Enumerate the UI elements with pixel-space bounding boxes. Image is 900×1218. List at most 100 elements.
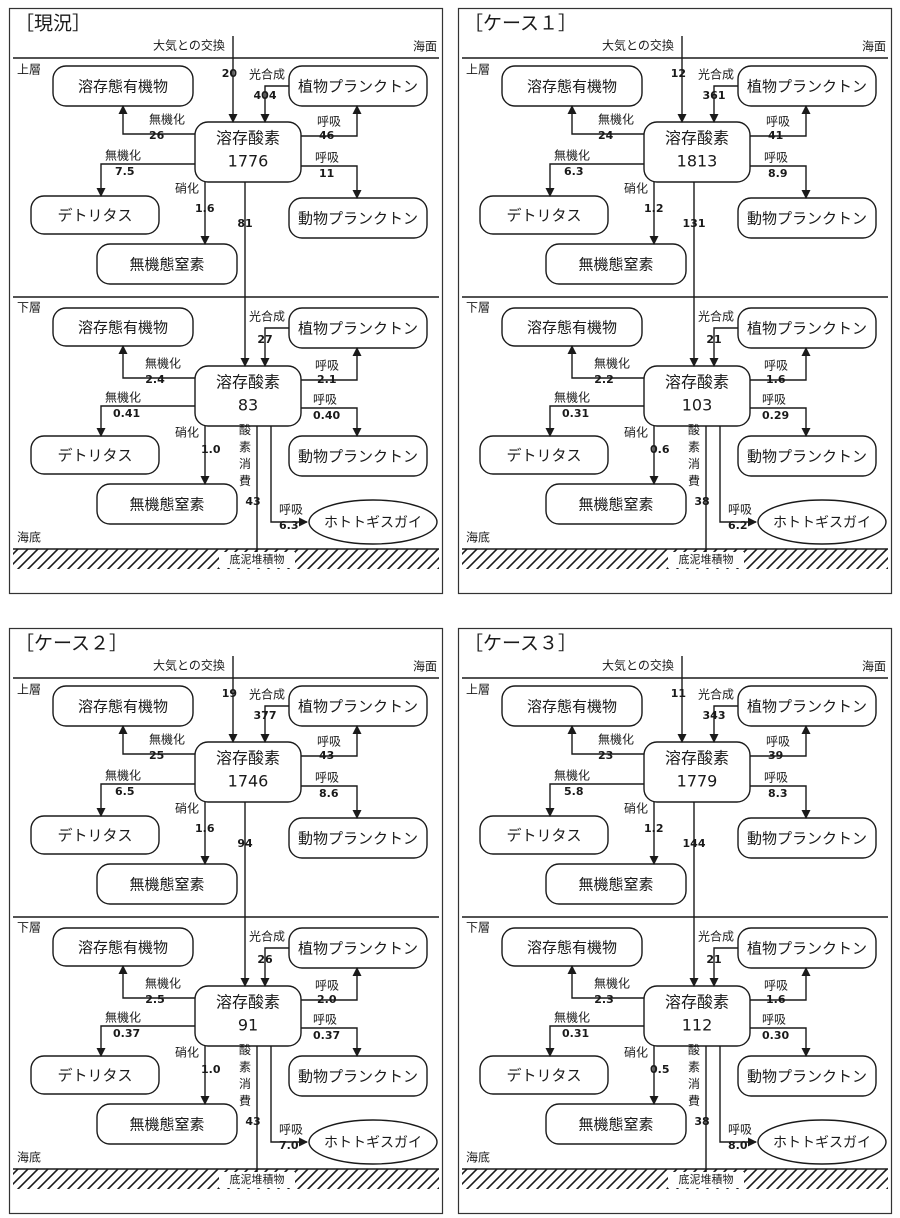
lower-photosynthesis-label: 光合成: [249, 309, 285, 324]
sea-surface-label: 海面: [413, 39, 437, 54]
upper-nitrification-label: 硝化: [175, 182, 199, 196]
lower-do-label: 溶存酸素: [216, 373, 280, 392]
upper-zoo-box: 動物プランクトン: [298, 830, 418, 848]
lower-do-value: 112: [682, 1016, 713, 1035]
upper-zoo-respiration-label: 呼吸: [764, 771, 788, 785]
lower-detritus-box-frame: [30, 435, 160, 475]
upper-do-value: 1779: [677, 772, 718, 791]
lower-phyto-respiration-arrow: [301, 347, 362, 381]
lower-photosynthesis-arrow: [709, 327, 738, 367]
upper-din-box-frame: [96, 243, 238, 285]
panel-title: ［ケース２］: [15, 633, 128, 655]
upper-din-box-frame: [96, 863, 238, 905]
lower-detritus-box: デトリタス: [506, 447, 581, 465]
clam-respiration-value: 8.0: [728, 1139, 748, 1152]
lower-mineralization-value: 2.4: [145, 373, 165, 386]
upper-mineralization-value: 26: [149, 129, 165, 142]
lower-mineralization-arrow: [118, 965, 195, 999]
sediment-label: 底泥堆積物: [679, 1172, 734, 1186]
upper-phyto-respiration-arrow: [301, 725, 362, 757]
lower-zoo-box: 動物プランクトン: [747, 448, 867, 466]
upper-do-box-frame: [643, 121, 751, 183]
upper-mineralization-label: 無機化: [149, 732, 185, 747]
upper-photosynthesis-value: 377: [254, 709, 277, 722]
case-panel-p3: ［ケース３］大気との交換海面上層溶存態有機物植物プランクトン溶存酸素1779デト…: [457, 627, 893, 1215]
upper-detritus-mineralization-value: 6.3: [564, 165, 584, 178]
clam-respiration-label: 呼吸: [728, 503, 752, 517]
air-exchange-value: 11: [671, 687, 686, 700]
upper-photosynthesis-value: 361: [703, 89, 726, 102]
upper-phyto-box: 植物プランクトン: [747, 78, 867, 96]
sediment-label: 底泥堆積物: [230, 1172, 285, 1186]
lower-detritus-mineralization-arrow: [96, 405, 195, 437]
lower-zoo-box: 動物プランクトン: [298, 448, 418, 466]
upper-do-label: 溶存酸素: [216, 749, 280, 768]
case-panel-p0: ［現況］大気との交換海面上層溶存態有機物植物プランクトン溶存酸素1776デトリタ…: [8, 7, 444, 595]
air-exchange-label: 大気との交換: [153, 38, 225, 53]
upper-detritus-mineralization-value: 6.5: [115, 785, 135, 798]
upper-layer-label: 上層: [17, 683, 41, 697]
clam-label: ホトトギスガイ: [773, 515, 871, 531]
upper-zoo-respiration-value: 8.9: [768, 167, 788, 180]
upper-detritus-mineralization-label: 無機化: [105, 148, 141, 163]
upper-detritus-mineralization-arrow: [545, 783, 644, 817]
upper-detritus-box: デトリタス: [57, 207, 132, 225]
clam-ellipse: [757, 499, 887, 545]
oxygen-consumption-label: 酸素消費: [239, 422, 251, 488]
lower-detritus-mineralization-value: 0.37: [113, 1027, 140, 1040]
sediment-label-bg: [219, 552, 295, 568]
upper-phyto-respiration-value: 39: [768, 749, 783, 762]
lower-nitrification-label: 硝化: [175, 1046, 199, 1060]
upper-mineralization-arrow: [567, 105, 644, 135]
upper-zoo-respiration-arrow: [301, 785, 362, 819]
lower-do-value: 91: [238, 1016, 258, 1035]
upper-nitrification-value: 1.2: [644, 202, 664, 215]
upper-detritus-mineralization-value: 5.8: [564, 785, 584, 798]
lower-nitrification-label: 硝化: [624, 426, 648, 440]
upper-do-value: 1746: [228, 772, 269, 791]
upper-zoo-respiration-label: 呼吸: [764, 151, 788, 165]
lower-zoo-respiration-label: 呼吸: [313, 1013, 337, 1027]
lower-photosynthesis-value: 21: [706, 953, 721, 966]
sediment-label-bg: [668, 552, 744, 568]
lower-photosynthesis-label: 光合成: [698, 929, 734, 944]
lower-photosynthesis-arrow: [709, 947, 738, 987]
lower-phyto-box: 植物プランクトン: [298, 320, 418, 338]
air-exchange-label: 大気との交換: [602, 658, 674, 673]
upper-phyto-respiration-label: 呼吸: [766, 115, 790, 129]
upper-detritus-mineralization-value: 7.5: [115, 165, 135, 178]
upper-nitrification-value: 1.6: [195, 202, 215, 215]
lower-zoo-respiration-arrow: [750, 1027, 811, 1057]
case-panel-p1: ［ケース１］大気との交換海面上層溶存態有機物植物プランクトン溶存酸素1813デト…: [457, 7, 893, 595]
clam-respiration-arrow: [270, 426, 308, 527]
upper-do-box-frame: [643, 741, 751, 803]
lower-photosynthesis-label: 光合成: [698, 309, 734, 324]
lower-dom-box: 溶存態有機物: [527, 939, 617, 957]
case-panel-p2: ［ケース２］大気との交換海面上層溶存態有機物植物プランクトン溶存酸素1746デト…: [8, 627, 444, 1215]
upper-photosynthesis-arrow: [260, 85, 289, 123]
oxygen-consumption-value: 43: [245, 495, 260, 508]
lower-phyto-box: 植物プランクトン: [298, 940, 418, 958]
lower-phyto-respiration-label: 呼吸: [315, 979, 339, 993]
lower-photosynthesis-label: 光合成: [249, 929, 285, 944]
lower-zoo-respiration-label: 呼吸: [313, 393, 337, 407]
upper-photosynthesis-label: 光合成: [698, 687, 734, 702]
upper-din-box: 無機態窒素: [578, 876, 653, 894]
upper-phyto-respiration-label: 呼吸: [317, 115, 341, 129]
seabed-label: 海底: [17, 1150, 41, 1165]
lower-din-box: 無機態窒素: [129, 496, 204, 514]
lower-photosynthesis-value: 27: [257, 333, 272, 346]
lower-do-label: 溶存酸素: [216, 993, 280, 1012]
lower-layer-label: 下層: [466, 301, 490, 315]
lower-detritus-mineralization-arrow: [545, 405, 644, 437]
upper-do-label: 溶存酸素: [665, 749, 729, 768]
lower-nitrification-value: 0.6: [650, 443, 670, 456]
lower-phyto-respiration-arrow: [301, 967, 362, 1001]
upper-zoo-respiration-label: 呼吸: [315, 151, 339, 165]
lower-zoo-respiration-value: 0.30: [762, 1029, 789, 1042]
lower-detritus-mineralization-label: 無機化: [105, 390, 141, 405]
upper-do-label: 溶存酸素: [216, 129, 280, 148]
lower-mineralization-value: 2.2: [594, 373, 614, 386]
upper-mineralization-arrow: [567, 725, 644, 755]
